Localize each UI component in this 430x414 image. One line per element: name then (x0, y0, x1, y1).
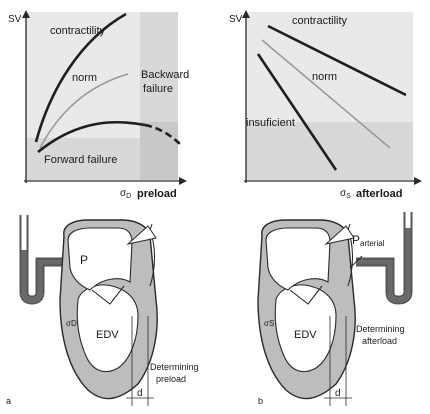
right-panel-letter: b (258, 396, 263, 406)
right-norm-label: norm (312, 71, 337, 83)
right-insufficient-label: insuficient (246, 117, 295, 129)
left-x-symbol: σD (120, 188, 131, 200)
right-manometer-bore (356, 212, 408, 300)
left-forward-label: Forward failure (44, 154, 117, 166)
left-backward-zone (140, 12, 178, 122)
right-heart: Parterial EDV σS d Determining afterload… (258, 212, 408, 406)
right-insufficient-zone (246, 122, 413, 180)
left-backward-label: Backward (141, 69, 189, 81)
left-x-label: preload (137, 188, 177, 200)
left-norm-label: norm (72, 72, 97, 84)
right-manometer-fluid (356, 212, 408, 300)
right-contractility-label: contractility (292, 15, 348, 27)
right-afterload-label: afterload (362, 336, 397, 346)
left-determining-label: Determining (150, 362, 199, 372)
right-chamber-label: EDV (294, 329, 317, 341)
right-x-symbol: σS (340, 188, 351, 200)
left-wall-symbol: σD (66, 319, 77, 328)
right-pressure-label: Parterial (352, 233, 385, 248)
right-determining-label: Determining (356, 324, 405, 334)
left-panel-letter: a (6, 396, 11, 406)
right-wall-symbol: σS (264, 319, 274, 328)
left-preload-label: preload (156, 374, 186, 384)
right-x-label: afterload (356, 188, 402, 200)
left-heart: P EDV σD d Determining preload a (6, 215, 199, 406)
left-pressure-label: P (80, 253, 88, 267)
left-y-label: SV (8, 14, 22, 25)
left-distance-label: d (137, 388, 143, 399)
right-distance-label: d (335, 388, 341, 399)
left-failure-label: failure (143, 83, 173, 95)
left-chamber-label: EDV (96, 329, 119, 341)
left-graph: SV contractility norm Backward failure F… (8, 12, 189, 200)
right-y-label: SV (229, 14, 243, 25)
right-graph: SV contractility norm insuficient σS aft… (229, 12, 420, 200)
left-contractility-label: contractility (50, 25, 106, 37)
